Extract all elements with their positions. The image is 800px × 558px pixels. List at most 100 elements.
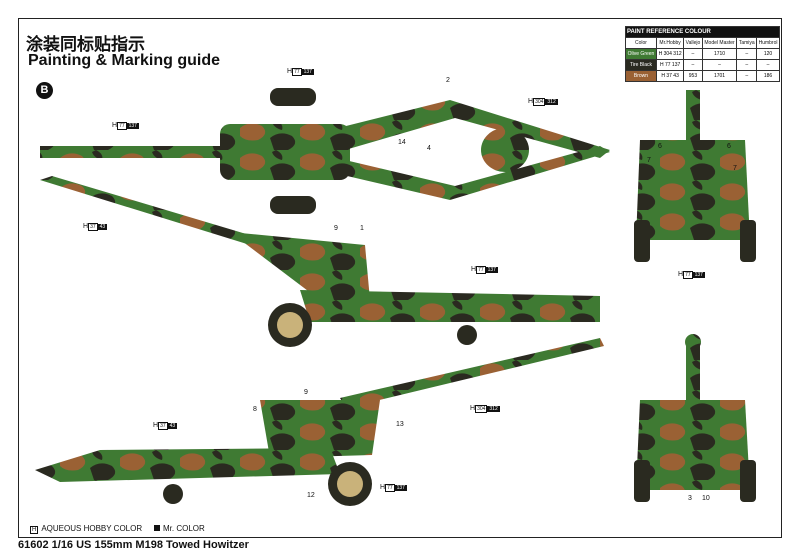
side-view-elevated bbox=[40, 176, 600, 347]
href-code-alt: 137 bbox=[692, 272, 705, 278]
href-h: H bbox=[470, 405, 476, 412]
legend-mrcolor: Mr. COLOR bbox=[154, 524, 205, 533]
href-code: 304 bbox=[533, 98, 546, 106]
table-cell: 953 bbox=[683, 70, 703, 82]
page-frame bbox=[18, 18, 782, 538]
title-english: Painting & Marking guide bbox=[28, 52, 221, 69]
href-h: H bbox=[471, 266, 477, 273]
legend-square-icon bbox=[154, 525, 160, 531]
paint-reference-table: PAINT REFERENCE COLOUR Color Mr.Hobby Va… bbox=[625, 26, 780, 82]
callout-2: 2 bbox=[446, 77, 450, 84]
legend-aqueous-label: AQUEOUS HOBBY COLOR bbox=[41, 524, 143, 533]
href-h: H bbox=[528, 98, 534, 105]
href-h: H bbox=[153, 422, 159, 429]
callout-7b: 7 bbox=[733, 165, 737, 172]
front-view-upper bbox=[634, 90, 756, 262]
cradle-top bbox=[220, 124, 350, 180]
callout-4: 4 bbox=[427, 145, 431, 152]
href-code-alt: 137 bbox=[301, 69, 314, 75]
hub-side-2 bbox=[337, 471, 363, 497]
barrel-top bbox=[40, 146, 230, 158]
top-view bbox=[40, 88, 610, 214]
href-code-alt: 137 bbox=[126, 123, 139, 129]
table-cell: 186 bbox=[756, 70, 780, 82]
wheel-rear-r bbox=[740, 460, 756, 502]
href-code-alt: 43 bbox=[97, 224, 108, 230]
callout-9b: 9 bbox=[304, 389, 308, 396]
href-code: 37 bbox=[88, 223, 98, 231]
trail-side bbox=[300, 290, 600, 322]
href-code-alt: 43 bbox=[167, 423, 178, 429]
callout-1: 1 bbox=[360, 225, 364, 232]
callout-9a: 9 bbox=[334, 225, 338, 232]
wheel-front-l bbox=[634, 220, 650, 262]
callout-13: 13 bbox=[396, 421, 404, 428]
href-code: 77 bbox=[683, 271, 693, 279]
body-rear bbox=[636, 400, 750, 490]
front-view-lower bbox=[634, 334, 756, 502]
product-title: 61602 1/16 US 155mm M198 Towed Howitzer bbox=[18, 539, 249, 551]
turntable bbox=[481, 128, 529, 172]
side-view-firing bbox=[35, 338, 604, 506]
table-row: Tire Black H 77 137 – – – – bbox=[625, 59, 780, 71]
title-chinese: 涂装同标贴指示 bbox=[26, 35, 145, 55]
href-code-alt: 312 bbox=[487, 406, 500, 412]
callout-7a: 7 bbox=[647, 157, 651, 164]
variant-badge: B bbox=[36, 82, 53, 99]
href-h: H bbox=[112, 122, 118, 129]
legend-mrcolor-label: Mr. COLOR bbox=[163, 524, 205, 533]
href-h: H bbox=[678, 271, 684, 278]
wheel-rear-l bbox=[634, 460, 650, 502]
href-h: H bbox=[287, 68, 293, 75]
callout-3: 3 bbox=[688, 495, 692, 502]
hub-side-1 bbox=[277, 312, 303, 338]
href-code: 77 bbox=[385, 484, 395, 492]
body-front bbox=[636, 140, 750, 240]
trail-lower bbox=[330, 146, 610, 200]
barrel-side-2 bbox=[340, 338, 604, 408]
callout-6a: 6 bbox=[658, 143, 662, 150]
href-h: H bbox=[83, 223, 89, 230]
barrel-side bbox=[40, 176, 300, 258]
href-code-alt: 137 bbox=[394, 485, 407, 491]
href-code-alt: 312 bbox=[545, 99, 558, 105]
cradle-side bbox=[230, 232, 370, 300]
caster-side-2 bbox=[163, 484, 183, 504]
callout-10: 10 bbox=[702, 495, 710, 502]
trail-side-2 bbox=[35, 448, 340, 482]
callout-14: 14 bbox=[398, 139, 406, 146]
legend-aqueous-box: H bbox=[30, 526, 39, 534]
barrel-rear bbox=[686, 342, 700, 402]
href-code: 77 bbox=[292, 68, 302, 76]
wheel-top-1 bbox=[270, 88, 316, 106]
wheel-front-r bbox=[740, 220, 756, 262]
callout-6b: 6 bbox=[727, 143, 731, 150]
col-modelmaster: Model Master bbox=[701, 37, 738, 49]
col-humbrol: Humbrol bbox=[756, 37, 780, 49]
cradle-side-2 bbox=[260, 400, 380, 458]
trail-upper bbox=[330, 100, 610, 158]
table-cell: 1701 bbox=[701, 70, 738, 82]
caster-side-1 bbox=[457, 325, 477, 345]
href-code: 304 bbox=[475, 405, 488, 413]
wheel-top-2 bbox=[270, 196, 316, 214]
callout-12: 12 bbox=[307, 492, 315, 499]
href-code-alt: 137 bbox=[485, 267, 498, 273]
muzzle-front bbox=[686, 90, 700, 140]
callout-8: 8 bbox=[253, 406, 257, 413]
href-code: 37 bbox=[158, 422, 168, 430]
href-code: 77 bbox=[476, 266, 486, 274]
href-h: H bbox=[380, 484, 386, 491]
